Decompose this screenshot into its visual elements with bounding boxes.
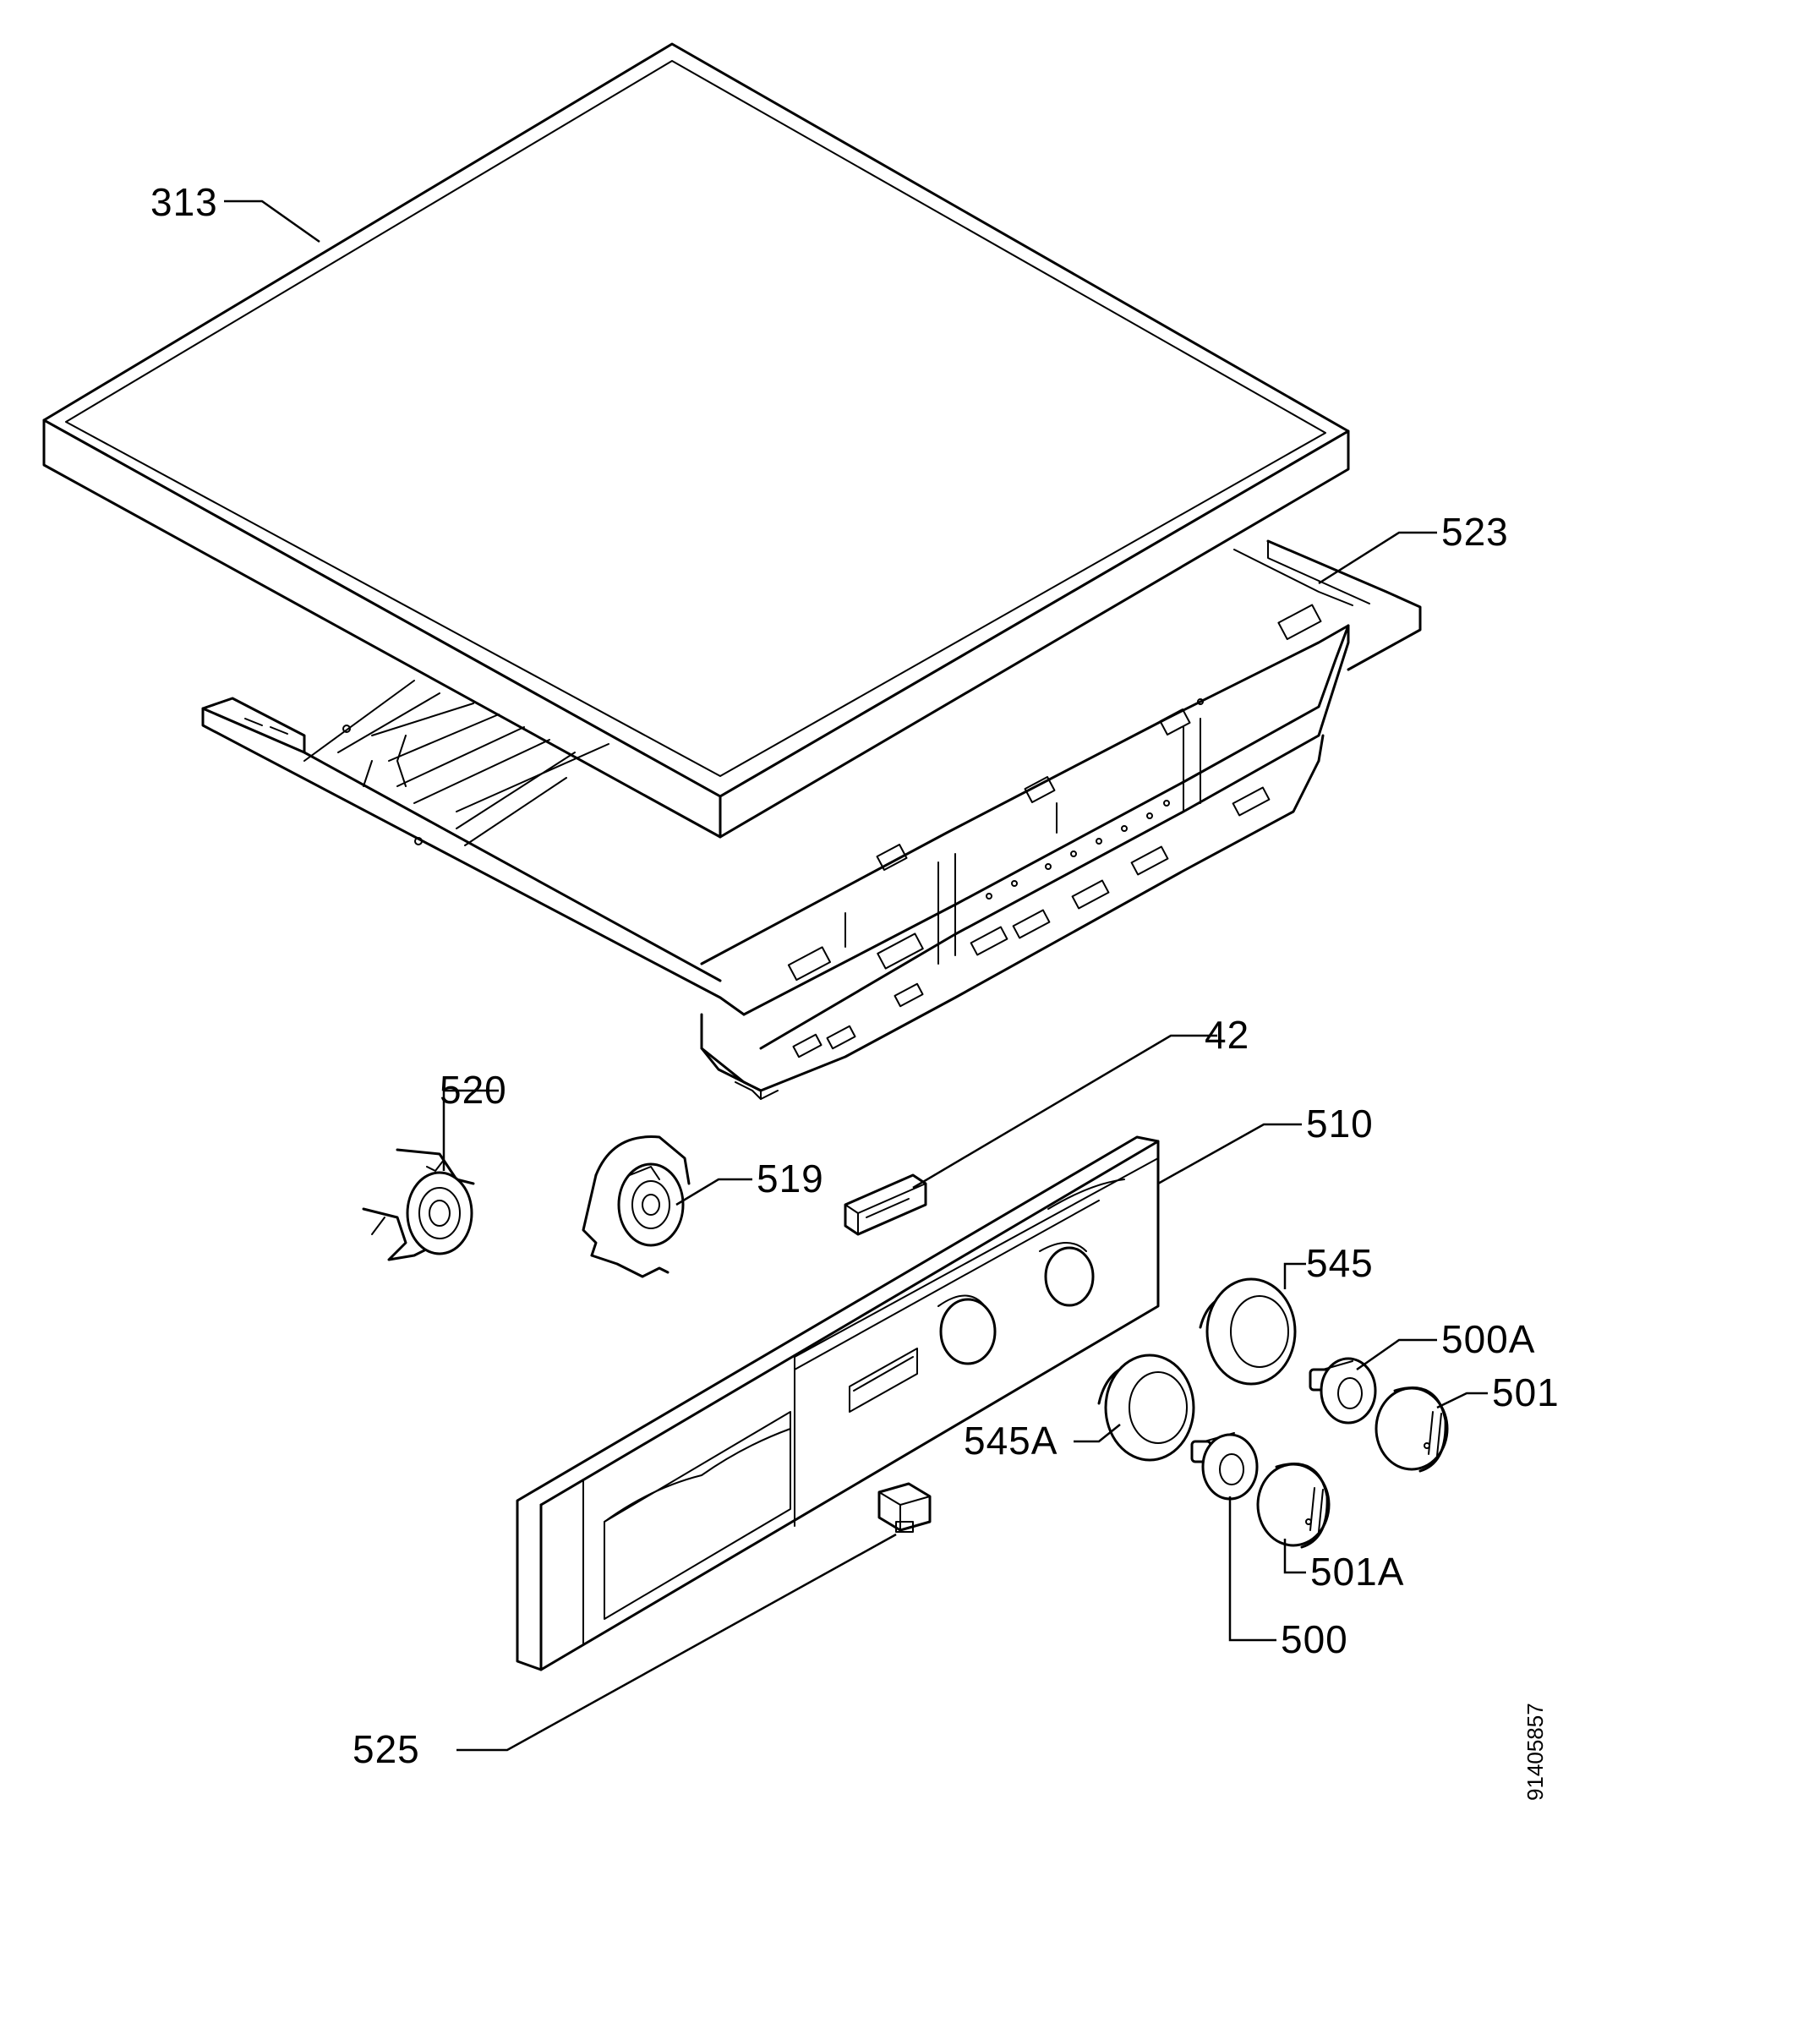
part-520-switch-mount — [362, 1148, 475, 1261]
part-500-insert — [1190, 1432, 1259, 1501]
label-525: 525 — [353, 1727, 420, 1771]
label-523: 523 — [1441, 510, 1509, 554]
label-545: 545 — [1306, 1241, 1374, 1285]
label-519: 519 — [757, 1157, 824, 1200]
label-500: 500 — [1281, 1617, 1348, 1661]
part-525-button — [877, 1482, 932, 1533]
label-501A: 501A — [1310, 1550, 1404, 1594]
label-520: 520 — [440, 1068, 507, 1112]
part-501A-knob — [1256, 1463, 1331, 1549]
part-501-knob — [1375, 1386, 1449, 1473]
label-42: 42 — [1205, 1013, 1249, 1057]
part-42-connector — [844, 1173, 927, 1236]
part-519-switch-mount — [582, 1135, 691, 1278]
drawing-number: 91405857 — [1522, 1703, 1548, 1801]
part-545-bezel — [1199, 1277, 1297, 1386]
part-510-fascia — [516, 1135, 1160, 1671]
leader-lines — [224, 200, 1488, 1752]
part-523-frame — [201, 539, 1422, 1100]
part-545A-bezel — [1097, 1354, 1195, 1462]
label-510: 510 — [1306, 1102, 1374, 1146]
label-500A: 500A — [1441, 1317, 1535, 1361]
label-545A: 545A — [964, 1419, 1058, 1463]
part-500A-insert — [1309, 1357, 1377, 1425]
label-501: 501 — [1492, 1370, 1560, 1414]
part-labels: 313 523 42 520 519 510 545 500A 501 545A… — [150, 180, 1560, 1771]
part-313-top-cover — [42, 42, 1350, 839]
label-313: 313 — [150, 180, 218, 224]
